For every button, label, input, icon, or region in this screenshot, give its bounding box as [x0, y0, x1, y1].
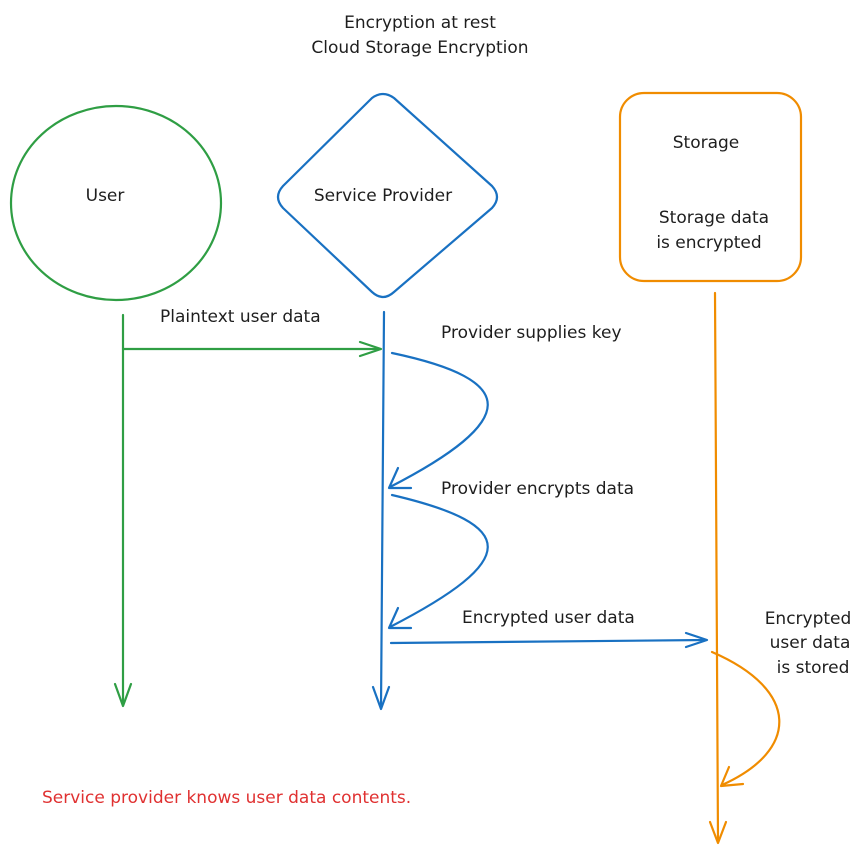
supplies-key-arrow [388, 351, 489, 489]
provider-lifeline [371, 310, 391, 711]
encrypts-arrow [388, 493, 489, 629]
user-label: User [86, 186, 125, 206]
encrypts-arrowhead [387, 606, 413, 630]
provider-diamond [276, 92, 499, 299]
message-encrypted-data: Encrypted user data [389, 608, 709, 649]
user-circle [9, 104, 223, 302]
stored-label-line3: is stored [777, 658, 850, 678]
storage-label: Storage [673, 133, 740, 153]
provider-lifeline-arrowhead [371, 685, 391, 711]
user-lifeline-arrowhead [113, 682, 133, 708]
stored-arrow [710, 650, 781, 787]
plaintext-label: Plaintext user data [160, 307, 321, 327]
stored-arrowhead [719, 765, 745, 788]
supplies-key-arrowhead [387, 466, 413, 490]
storage-lifeline [708, 291, 728, 845]
actor-storage: Storage Storage data is encrypted [618, 91, 803, 283]
message-encrypts: Provider encrypts data [387, 479, 634, 630]
stored-label-line2: user data [770, 633, 851, 653]
user-lifeline [113, 313, 133, 708]
encrypted-data-arrow [389, 638, 708, 645]
plaintext-arrowhead [358, 340, 383, 358]
message-supplies-key: Provider supplies key [387, 323, 622, 490]
message-stored: Encrypted user data is stored [710, 609, 852, 788]
actor-service-provider: Service Provider [276, 92, 499, 299]
storage-note-line2: is encrypted [656, 233, 761, 253]
encrypted-data-label: Encrypted user data [462, 608, 635, 628]
encrypts-label: Provider encrypts data [441, 479, 634, 499]
provider-label: Service Provider [314, 186, 452, 206]
encrypted-data-arrowhead [684, 631, 709, 649]
storage-note-line1: Storage data [659, 208, 769, 228]
actor-user: User [9, 104, 223, 302]
storage-lifeline-arrowhead [708, 820, 728, 845]
stored-label-line1: Encrypted [765, 609, 852, 629]
message-plaintext: Plaintext user data [121, 307, 383, 358]
storage-box [618, 91, 803, 283]
supplies-key-label: Provider supplies key [441, 323, 622, 343]
diagram-title-line1: Encryption at rest [344, 13, 496, 33]
diagram-title-line2: Cloud Storage Encryption [311, 38, 528, 58]
warning-note: Service provider knows user data content… [42, 788, 411, 808]
